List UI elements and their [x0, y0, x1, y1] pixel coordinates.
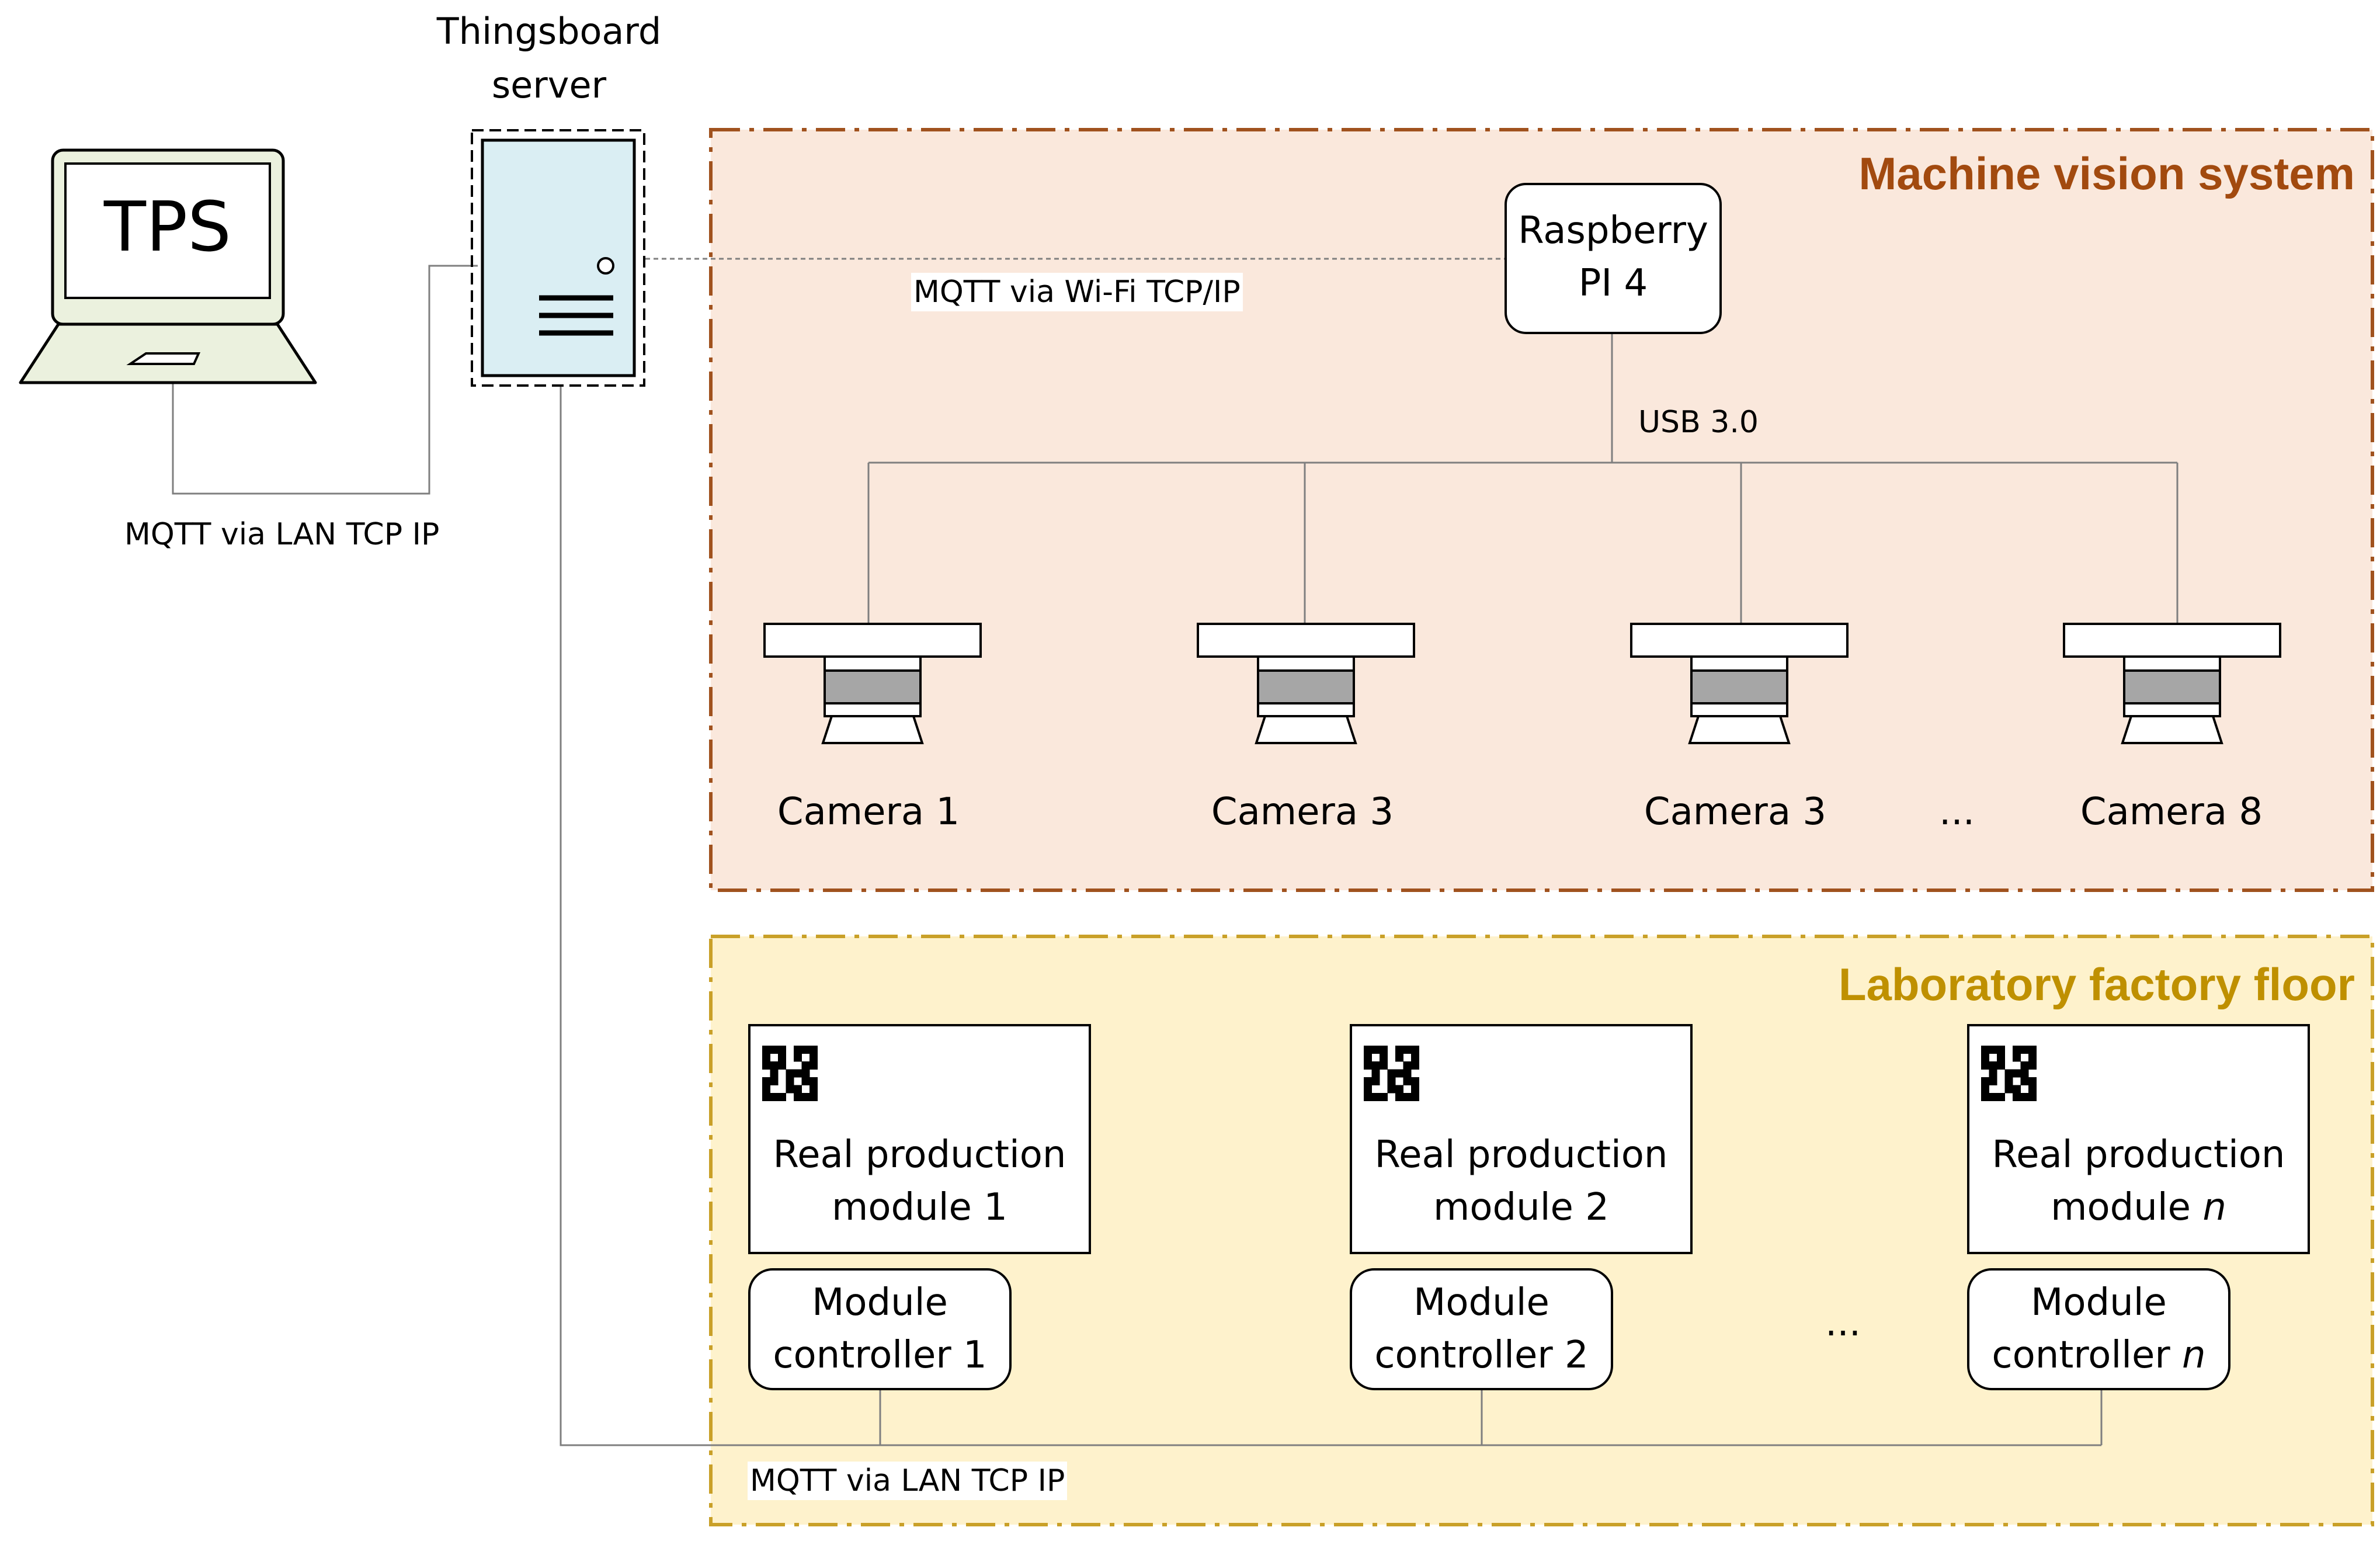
- laptop-icon: [19, 148, 317, 384]
- cameras-group: [763, 623, 2281, 744]
- production-module-number-2: 2: [1585, 1186, 1609, 1229]
- server-tower-icon: [471, 129, 645, 387]
- camera-icon: [763, 623, 982, 744]
- server-lan-line: [560, 386, 2101, 1446]
- module-controller-number-2: 2: [1564, 1334, 1589, 1377]
- module-controller-number-1: 1: [963, 1334, 987, 1377]
- qr-code-icon: [1364, 1046, 1419, 1101]
- production-module-label-2: Real production module 2: [1351, 1129, 1691, 1234]
- tps-server-line: [172, 265, 478, 495]
- camera-label-4: Camera 8: [2080, 790, 2263, 834]
- production-module-label-n: Real production module n: [1968, 1129, 2309, 1234]
- production-module-label-2-text: module: [1433, 1186, 1573, 1229]
- module-controller-label-1-text: controller: [773, 1334, 951, 1377]
- production-module-label-n-line1: Real production: [1992, 1133, 2285, 1176]
- module-controller-label-2-line1: Module: [1413, 1281, 1549, 1324]
- qr-code-icon: [1981, 1046, 2037, 1101]
- tps-server-connection-label: MQTT via LAN TCP IP: [124, 515, 440, 554]
- camera-icon: [2063, 623, 2281, 744]
- module-ellipsis: ...: [1825, 1301, 1861, 1345]
- server-label-line1: Thingsboard: [436, 10, 662, 53]
- production-module-number-1: 1: [984, 1186, 1007, 1229]
- production-module-label-1-line1: Real production: [773, 1133, 1066, 1176]
- server-label-line2: server: [491, 64, 607, 106]
- module-controller-label-1-line1: Module: [812, 1281, 948, 1324]
- qr-code-icon: [762, 1046, 818, 1101]
- usb-connection-label: USB 3.0: [1638, 405, 1759, 440]
- module-controller-label-n: Module controller n: [1968, 1276, 2229, 1382]
- production-module-label-1: Real production module 1: [749, 1129, 1090, 1234]
- module-controller-box-n: [1967, 1268, 2230, 1390]
- camera-icon: [1197, 623, 1415, 744]
- server-raspberry-connection-label: MQTT via Wi-Fi TCP/IP: [911, 273, 1243, 311]
- raspberry-pi-label-line1: Raspberry: [1518, 209, 1708, 252]
- server-label: Thingsboard server: [409, 5, 689, 112]
- module-controller-label-2: Module controller 2: [1351, 1276, 1612, 1382]
- module-controller-box-2: [1350, 1268, 1613, 1390]
- module-controller-number-n: n: [2182, 1334, 2206, 1377]
- production-module-label-1-text: module: [832, 1186, 972, 1229]
- tps-label: TPS: [103, 186, 232, 267]
- camera-label-2: Camera 3: [1211, 790, 1394, 834]
- module-controller-box-1: [748, 1268, 1012, 1390]
- production-module-label-n-text: module: [2051, 1186, 2191, 1229]
- server-controllers-connection-label: MQTT via LAN TCP IP: [748, 1462, 1068, 1500]
- camera-icon: [1630, 623, 1849, 744]
- camera-label-1: Camera 1: [777, 790, 960, 834]
- raspberry-pi-label-line2: PI 4: [1578, 262, 1648, 305]
- raspberry-pi-box: [1505, 183, 1722, 334]
- raspberry-pi-label: Raspberry PI 4: [1506, 204, 1721, 310]
- module-controller-label-2-text: controller: [1374, 1334, 1553, 1377]
- qr-codes-group: [762, 1046, 2037, 1101]
- machine-vision-title: Machine vision system: [1858, 148, 2355, 199]
- module-controller-label-n-line1: Module: [2031, 1281, 2167, 1324]
- production-module-label-2-line1: Real production: [1374, 1133, 1668, 1176]
- production-module-number-n: n: [2202, 1186, 2226, 1229]
- camera-label-3: Camera 3: [1644, 790, 1827, 834]
- camera-ellipsis: ...: [1939, 790, 1975, 834]
- module-controller-label-1: Module controller 1: [749, 1276, 1010, 1382]
- factory-floor-title: Laboratory factory floor: [1838, 959, 2355, 1010]
- module-controller-label-n-text: controller: [1992, 1334, 2170, 1377]
